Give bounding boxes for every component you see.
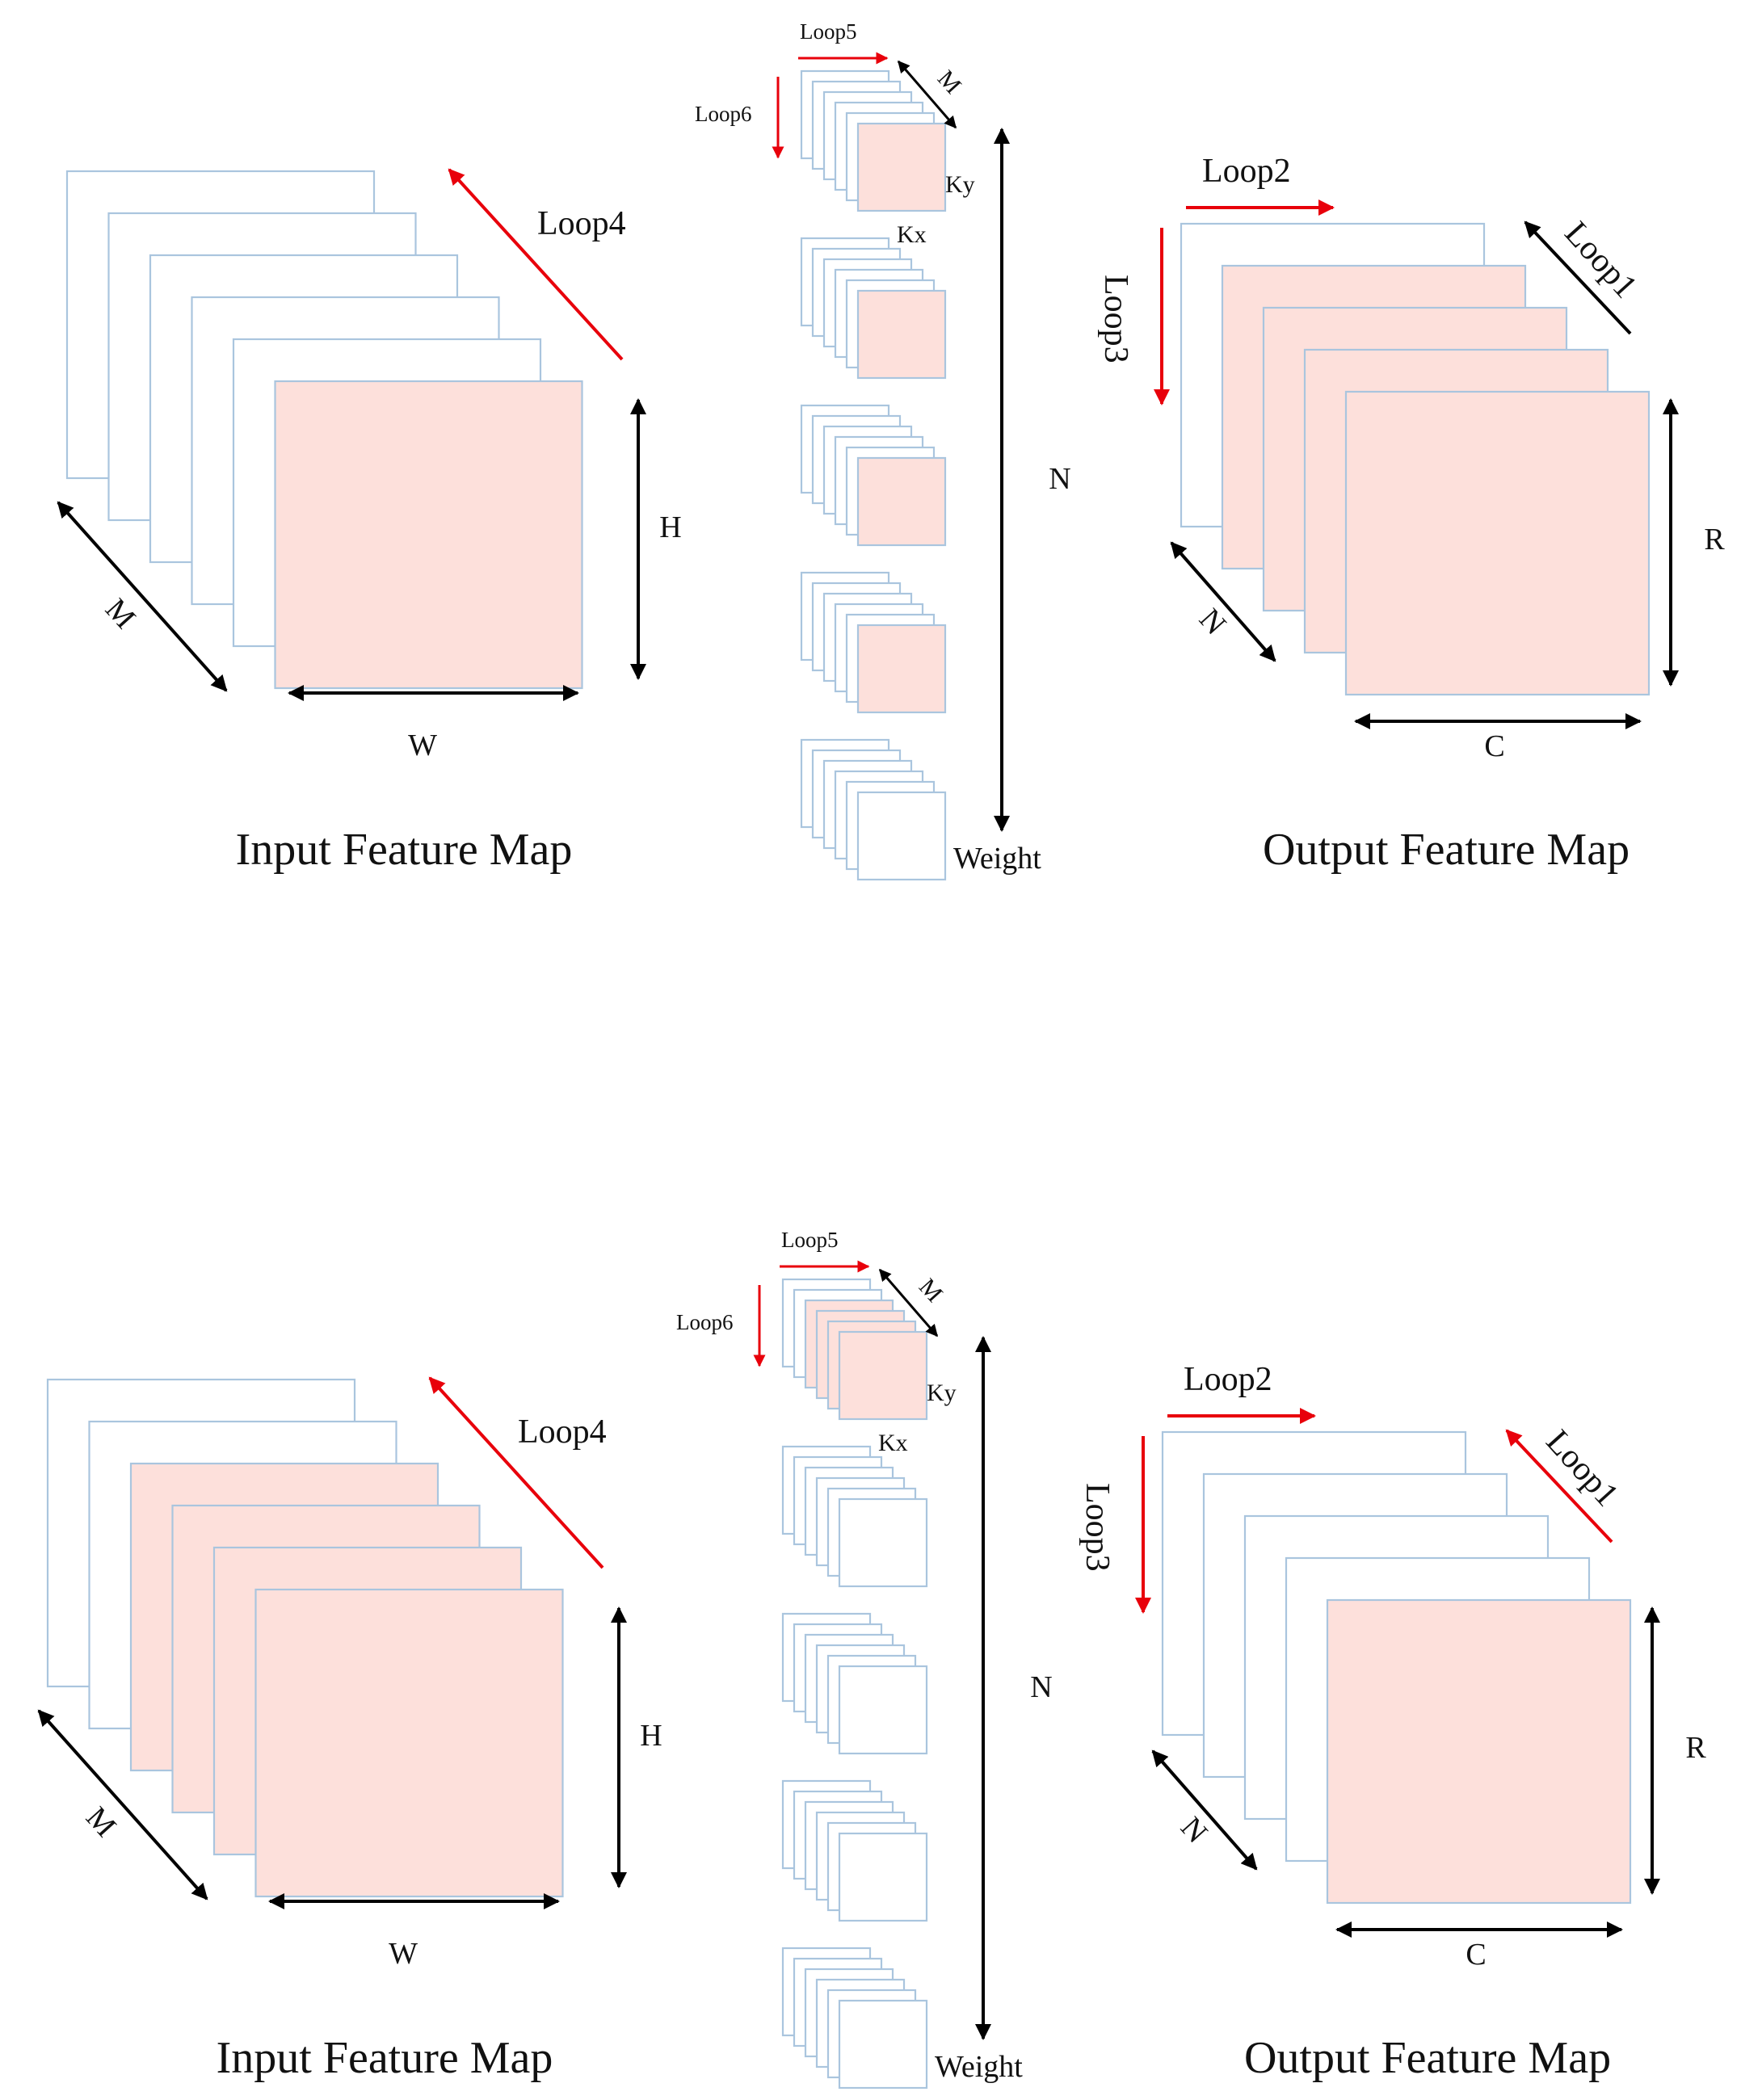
loop1-arrow	[1524, 220, 1632, 335]
weight-front-2	[856, 289, 947, 380]
input-title: Input Feature Map	[236, 825, 573, 875]
input-depth-label: M	[79, 1800, 123, 1843]
weight-m-label: M	[914, 1274, 948, 1308]
loop6-label: Loop6	[695, 102, 752, 126]
loop3-label: Loop3	[1079, 1483, 1116, 1572]
output-channel-5	[1326, 1598, 1632, 1905]
kernel-ky-label: Ky	[927, 1380, 957, 1406]
input-depth-arrow	[57, 501, 228, 692]
loop5-label: Loop5	[800, 19, 857, 44]
loop6-label: Loop6	[676, 1310, 734, 1334]
weight-front-5	[856, 791, 947, 881]
output-depth-label: N	[1192, 603, 1233, 642]
output-depth-arrow	[1170, 541, 1276, 662]
loop3-label: Loop3	[1097, 275, 1134, 363]
weight-title: Weight	[935, 2050, 1023, 2084]
weight-m-arrow	[878, 1268, 939, 1338]
input-height-label: H	[659, 510, 681, 544]
weight-n-label: N	[1049, 462, 1070, 496]
kernel-kx-label: Kx	[897, 221, 927, 248]
input-title: Input Feature Map	[217, 2033, 553, 2083]
loop1-label: Loop1	[1558, 215, 1645, 305]
weight-front-1	[838, 1330, 928, 1421]
weight-front-3	[856, 456, 947, 547]
loop1-arrow	[1505, 1429, 1613, 1544]
weight-n-label: N	[1030, 1670, 1052, 1704]
output-title: Output Feature Map	[1244, 2033, 1611, 2083]
output-title: Output Feature Map	[1263, 825, 1630, 875]
output-depth-label: N	[1174, 1811, 1214, 1850]
weight-front-1	[856, 122, 947, 212]
weight-front-5	[838, 1999, 928, 2090]
output-channel-5	[1344, 390, 1651, 696]
weight-front-4	[856, 624, 947, 714]
input-width-label: W	[408, 729, 437, 762]
kernel-ky-label: Ky	[945, 171, 975, 198]
kernel-kx-label: Kx	[878, 1430, 908, 1456]
input-channel-6	[254, 1588, 564, 1898]
weight-m-arrow	[897, 60, 957, 129]
loop4-arrow	[448, 168, 624, 361]
loop4-arrow	[428, 1376, 604, 1569]
weight-title: Weight	[953, 842, 1041, 876]
weight-front-2	[838, 1497, 928, 1588]
input-width-label: W	[389, 1937, 418, 1971]
output-depth-arrow	[1151, 1749, 1258, 1871]
input-channel-6	[274, 380, 583, 690]
output-width-label: C	[1466, 1938, 1486, 1972]
output-height-label: R	[1704, 523, 1725, 556]
output-width-label: C	[1484, 729, 1504, 763]
weight-front-3	[838, 1665, 928, 1755]
output-height-label: R	[1685, 1731, 1706, 1765]
loop1-label: Loop1	[1539, 1423, 1626, 1514]
input-depth-arrow	[37, 1709, 208, 1900]
weight-m-label: M	[932, 65, 966, 99]
weight-front-4	[838, 1832, 928, 1922]
loop5-label: Loop5	[781, 1228, 839, 1252]
input-height-label: H	[640, 1719, 662, 1753]
input-depth-label: M	[99, 592, 142, 635]
loop4-label: Loop4	[518, 1413, 607, 1451]
loop2-label: Loop2	[1202, 153, 1291, 190]
loop4-label: Loop4	[537, 205, 626, 242]
loop2-label: Loop2	[1184, 1361, 1272, 1398]
